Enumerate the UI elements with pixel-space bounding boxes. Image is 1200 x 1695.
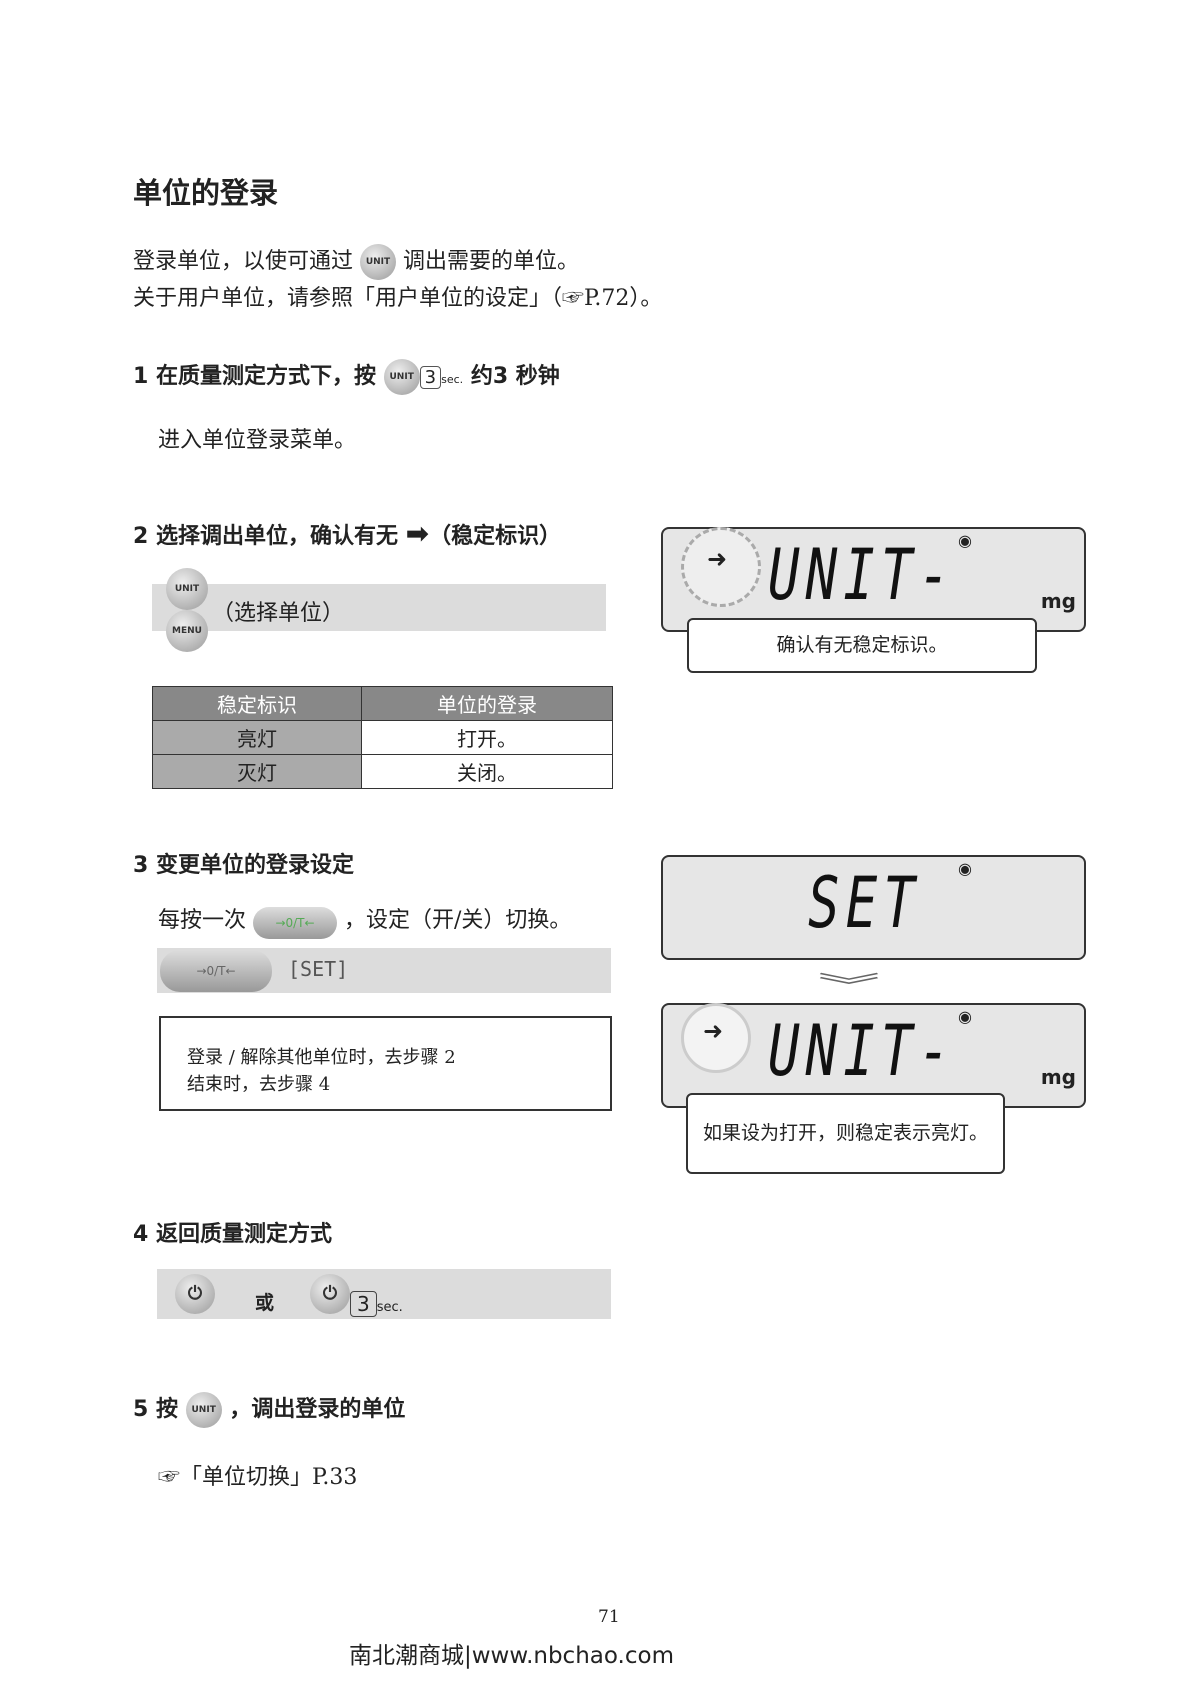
lcd-display-unit-2: ➜ UNIT- ◉ mg	[661, 1003, 1086, 1108]
note-line: 结束时，去步骤 4	[187, 1074, 331, 1095]
step-1-sub: 进入单位登录菜单。	[158, 428, 357, 453]
reference-line: ☞「单位切换」P.33	[158, 1459, 357, 1491]
reference-hand-icon: ☞	[562, 286, 585, 311]
chevron-down-icon: ︾	[817, 972, 881, 1002]
sec-label: sec.	[376, 1300, 403, 1315]
step-text: 变更单位的登录设定	[155, 853, 354, 878]
step-number: 3	[133, 853, 149, 878]
stable-indicator-icon: ◉	[958, 531, 972, 550]
step-number: 2	[133, 524, 149, 549]
step-number: 4	[133, 1222, 149, 1247]
step-3-line: 每按一次 →0/T← ，设定（开/关）切换。	[158, 902, 571, 939]
set-label: [SET]	[288, 957, 349, 981]
table-row: 灭灯关闭。	[152, 754, 613, 789]
step-2-heading: 2 选择调出单位，确认有无 ➡（稳定标识）	[133, 517, 561, 550]
reference-hand-icon: ☞	[158, 1465, 181, 1490]
stable-indicator-icon: ◉	[958, 859, 972, 878]
intro-line2: 关于用户单位，请参照「用户单位的设定」（☞P.72）。	[133, 280, 662, 312]
step-number: 5	[133, 1397, 149, 1422]
step-4-heading: 4 返回质量测定方式	[133, 1216, 332, 1248]
arrow-icon: ➡	[405, 517, 430, 550]
lcd-unit: mg	[1040, 1065, 1076, 1089]
unit-key-icon: UNIT	[166, 568, 208, 610]
step-text: 每按一次	[158, 908, 247, 933]
step-text: ，调出登录的单位	[229, 1397, 406, 1422]
table-cell: 关闭。	[361, 754, 613, 789]
note-line: 登录 / 解除其他单位时，去步骤 2	[187, 1047, 456, 1068]
intro-text: 关于用户单位，请参照「用户单位的设定」（	[133, 286, 563, 311]
table-header: 稳定标识	[152, 686, 362, 721]
lcd-unit: mg	[1040, 589, 1076, 613]
unit-key-icon: UNIT	[360, 244, 397, 280]
zero-tare-key-icon: →0/T←	[160, 950, 272, 992]
power-band	[157, 1269, 611, 1319]
reference-link[interactable]: P.72）。	[584, 286, 663, 311]
menu-key-icon: MENU	[166, 610, 208, 652]
stability-arrow-icon: ➜	[707, 545, 728, 573]
lcd-text: SET	[808, 862, 921, 944]
lcd-text: UNIT-	[768, 1010, 957, 1092]
or-label: 或	[255, 1292, 275, 1314]
hold-seconds: 3	[350, 1291, 377, 1317]
table-header: 单位的登录	[361, 686, 613, 721]
lcd-text: UNIT-	[768, 534, 957, 616]
callout: 确认有无稳定标识。	[687, 618, 1037, 673]
table-cell: 打开。	[361, 720, 613, 755]
lcd-display-unit: ➜ UNIT- ◉ mg	[661, 527, 1086, 632]
step-5-heading: 5 按 UNIT ，调出登录的单位	[133, 1391, 405, 1428]
stable-indicator-icon: ◉	[958, 1007, 972, 1026]
power-key-icon: ⏻	[175, 1274, 215, 1314]
reference-link[interactable]: 「单位切换」P.33	[180, 1465, 358, 1490]
intro-text: 调出需要的单位。	[403, 249, 580, 274]
note-box: 登录 / 解除其他单位时，去步骤 2 结束时，去步骤 4	[159, 1016, 612, 1111]
step-text: 按	[155, 1397, 178, 1422]
select-unit-band	[152, 584, 606, 631]
step-text: 约3 秒钟	[470, 364, 560, 389]
table-cell: 亮灯	[152, 720, 362, 755]
sec-label: sec.	[441, 373, 464, 386]
step-text: 在质量测定方式下，按	[155, 364, 376, 389]
intro-text: 登录单位，以使可通过	[133, 249, 354, 274]
select-unit-label: （选择单位）	[212, 601, 345, 626]
step-text: （稳定标识）	[429, 524, 562, 549]
stability-arrow-icon: ➜	[703, 1017, 724, 1045]
unit-key-icon: UNIT	[383, 359, 420, 395]
zero-tare-key-icon: →0/T←	[253, 907, 338, 939]
hold-seconds: 3	[419, 366, 442, 389]
page-number: 71	[598, 1607, 620, 1627]
table-row: 亮灯打开。	[152, 720, 613, 755]
page-title: 单位的登录	[133, 176, 279, 210]
unit-key-icon: UNIT	[185, 1392, 222, 1428]
table-cell: 灭灯	[152, 754, 362, 789]
step-number: 1	[133, 364, 149, 389]
lcd-display-set: SET ◉	[661, 855, 1086, 960]
step-3-heading: 3 变更单位的登录设定	[133, 847, 354, 879]
power-key-icon: ⏻	[310, 1274, 350, 1314]
watermark: 南北潮商城|www.nbchao.com	[349, 1643, 674, 1669]
step-text: 返回质量测定方式	[155, 1222, 332, 1247]
callout: 如果设为打开，则稳定表示亮灯。	[686, 1093, 1005, 1174]
intro-line1: 登录单位，以使可通过 UNIT 调出需要的单位。	[133, 243, 579, 280]
step-text: 选择调出单位，确认有无	[155, 524, 398, 549]
stability-table: 稳定标识单位的登录 亮灯打开。 灭灯关闭。	[152, 686, 613, 789]
step-text: ，设定（开/关）切换。	[344, 908, 572, 933]
